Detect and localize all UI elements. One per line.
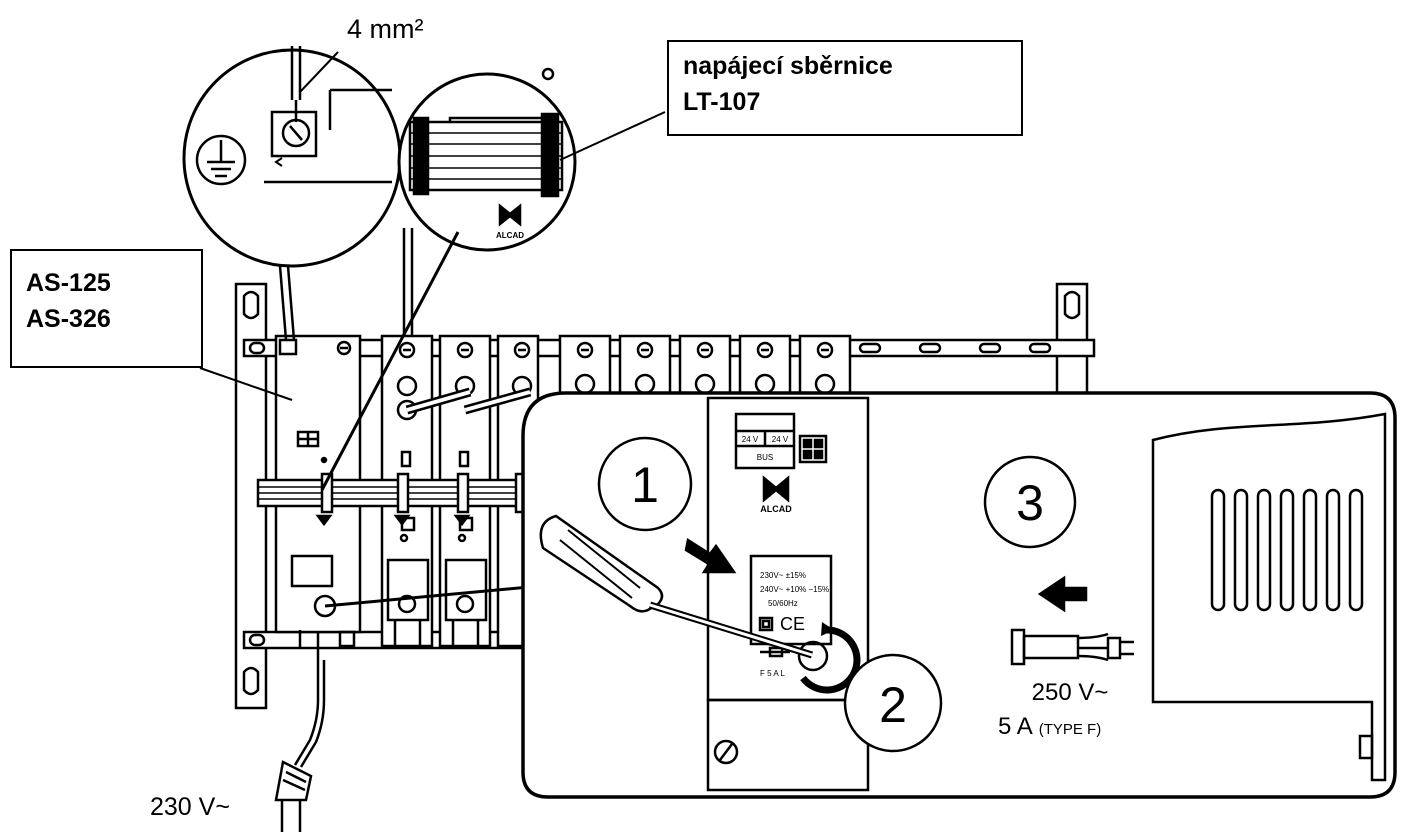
volt-label-a: 24 V: [742, 435, 759, 444]
mains-cable: [274, 660, 326, 832]
power-bus-ribbon: [256, 472, 532, 527]
brand-logo-text-inset: ALCAD: [760, 504, 792, 514]
step-3-number: 3: [1016, 475, 1044, 531]
models-callout: AS-125 AS-326: [10, 249, 203, 368]
fuse-voltage-label: 250 V~: [1032, 679, 1109, 706]
bus-marking: BUS: [757, 453, 773, 462]
fuse-marking: F 5 A L: [760, 669, 785, 678]
fuse-current-label: 5 A(TYPE F): [998, 713, 1101, 740]
fuse-replacement-inset: [521, 391, 1397, 799]
models-callout-line2: AS-326: [26, 305, 111, 333]
rating-line-2: 240V~ +10% −15%: [760, 585, 829, 594]
rating-line-3: 50/60Hz: [768, 599, 798, 608]
step-2-number: 2: [879, 677, 907, 733]
bus-callout-line1: napájecí sběrnice: [683, 52, 893, 80]
step-1-number: 1: [631, 457, 659, 513]
rating-line-1: 230V~ ±15%: [760, 571, 806, 580]
wire-gauge-label: 4 mm²: [347, 14, 424, 44]
bus-detail-circle: [320, 67, 577, 491]
earth-detail-circle: [182, 46, 402, 356]
mains-voltage-label: 230 V~: [150, 793, 230, 821]
brand-logo-text-bus: ALCAD: [496, 231, 524, 240]
bus-callout-line2: LT-107: [683, 88, 761, 116]
ce-mark: CE: [780, 614, 805, 634]
models-callout-line1: AS-125: [26, 269, 111, 297]
bus-callout: napájecí sběrnice LT-107: [667, 40, 1023, 136]
volt-label-b: 24 V: [772, 435, 789, 444]
